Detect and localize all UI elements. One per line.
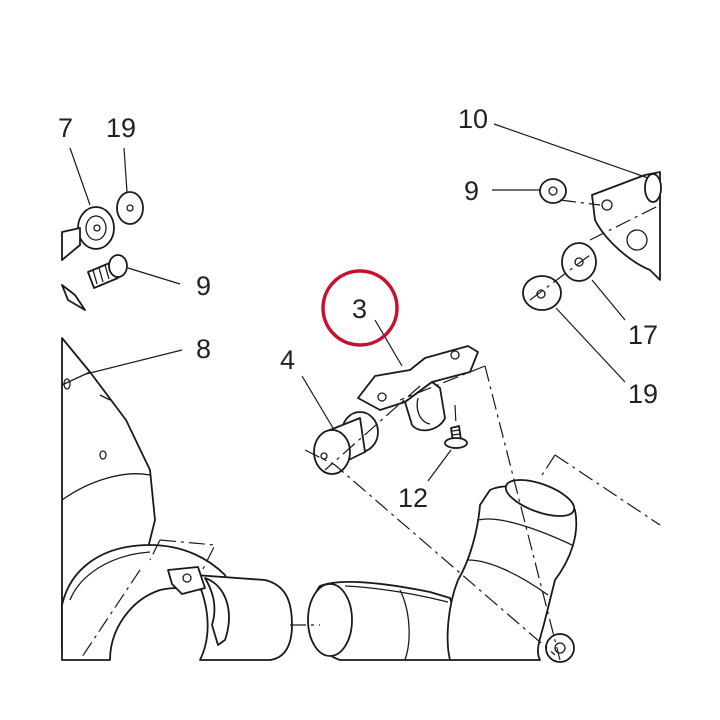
- bracket-part-3: [357, 345, 479, 432]
- link-pipe: [167, 566, 293, 661]
- callout-9-left: 9: [196, 271, 211, 301]
- callout-12: 12: [398, 483, 428, 513]
- highlight-circle: [321, 269, 399, 347]
- callout-3: 3: [352, 294, 367, 324]
- callout-19-right: 19: [628, 379, 658, 409]
- top-right-hardware: [522, 171, 662, 311]
- callout-8: 8: [196, 334, 211, 364]
- callout-17: 17: [628, 320, 658, 350]
- callout-19-top-left: 19: [106, 113, 136, 143]
- leader-lines: [69, 123, 649, 482]
- collector-pipe: [446, 479, 578, 663]
- top-left-hardware: [61, 191, 144, 311]
- callout-10: 10: [458, 104, 488, 134]
- callout-9-right: 9: [464, 176, 479, 206]
- center-pipe: [307, 580, 456, 661]
- screw-part-12: [444, 425, 468, 449]
- callout-4: 4: [280, 345, 295, 375]
- grommet-part-4: [313, 411, 379, 475]
- callout-7: 7: [58, 113, 73, 143]
- assembly-center-lines: [79, 199, 661, 661]
